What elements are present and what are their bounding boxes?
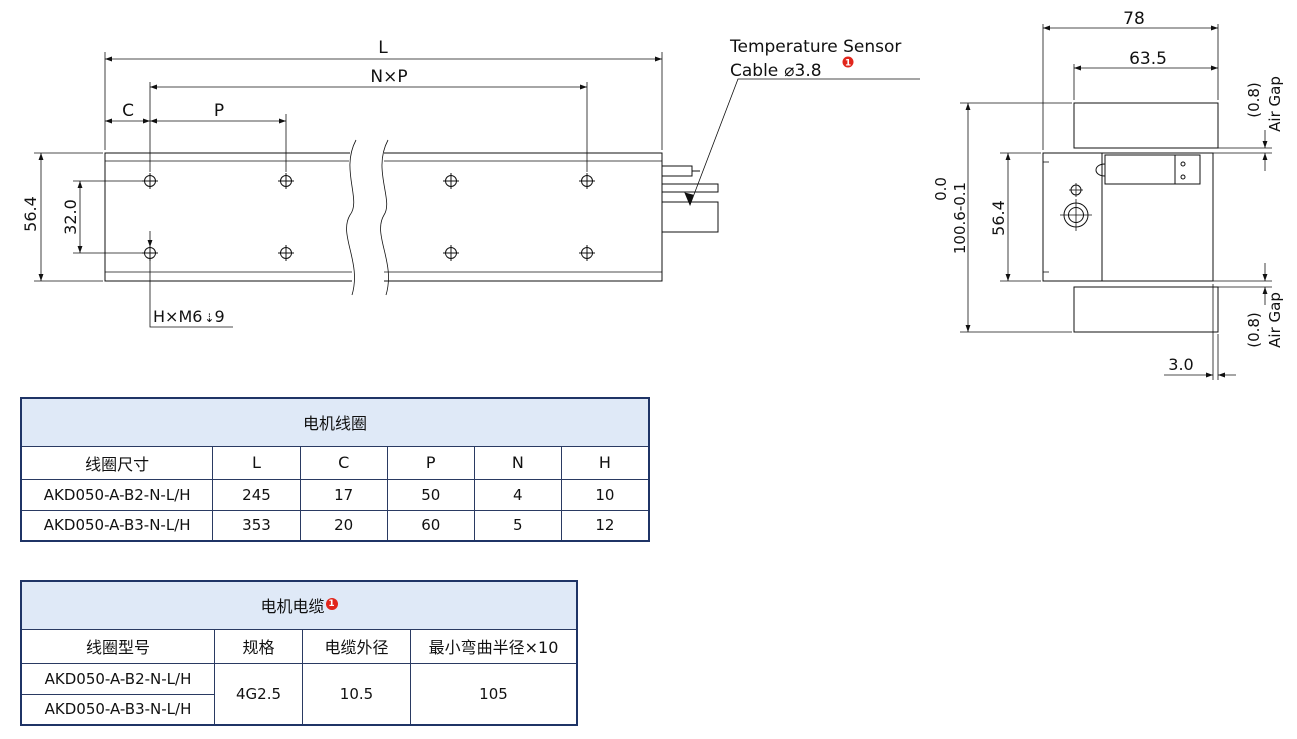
front-dimensions [34, 52, 663, 328]
callout-cable-word: Cable [730, 61, 778, 81]
table-cell: 10.5 [302, 662, 411, 726]
hole-mark [579, 173, 595, 189]
depth-symbol-icon: ⇣ [204, 311, 214, 325]
coil-table: 电机线圈 线圈尺寸 L C P N H AKD050-A-B2-N-L/H 24… [20, 397, 650, 542]
diameter-symbol-icon: ⌀ [784, 61, 794, 81]
label-tol-bottom: 100.6-0.1 [951, 182, 969, 254]
table-row: AKD050-A-B3-N-L/H 353 20 60 5 12 [20, 509, 650, 542]
table-cell: 50 [386, 478, 475, 511]
coil-header-H: H [560, 445, 650, 480]
holes-spec: H×M6 [153, 307, 202, 326]
table-cell: 4G2.5 [214, 662, 303, 726]
hole-mark [278, 245, 294, 261]
label-NxP: N×P [370, 67, 407, 87]
table-cell: AKD050-A-B2-N-L/H [20, 662, 215, 695]
cable-header-diameter: 电缆外径 [302, 628, 411, 664]
hole-mark [579, 245, 595, 261]
hole-mark [142, 245, 158, 261]
note-badge-icon: 1 [325, 597, 338, 610]
label-holes: H×M6⇣9 [153, 307, 225, 326]
label-tol-top: 0.0 [932, 177, 950, 201]
table-row: AKD050-A-B2-N-L/H 4G2.5 10.5 105 [20, 662, 578, 726]
hole-mark [443, 245, 459, 261]
table-cell: 5 [473, 509, 562, 542]
hole-mark [142, 173, 158, 189]
air-gap-bottom-label: Air Gap [1266, 292, 1284, 348]
callout-line1: Temperature Sensor [729, 37, 901, 57]
label-P: P [214, 101, 224, 121]
table-row: AKD050-A-B2-N-L/H 245 17 50 4 10 [20, 478, 650, 511]
table-cell: AKD050-A-B3-N-L/H [20, 693, 215, 726]
technical-drawing: L N×P C P 56.4 32.0 H×M6⇣9 Temperature S… [21, 9, 1284, 380]
label-L: L [378, 38, 388, 58]
air-gap-bottom-value: (0.8) [1245, 312, 1263, 348]
callout-diameter: 3.8 [795, 61, 822, 81]
label-side-height: 56.4 [989, 200, 1008, 236]
break-line-left [346, 139, 357, 296]
cable-header-model: 线圈型号 [20, 628, 215, 664]
table-cell: 245 [212, 478, 301, 511]
label-C: C [122, 101, 134, 121]
hole-mark [443, 173, 459, 189]
coil-cross-section [1042, 152, 1214, 282]
sensor-callout [684, 78, 920, 207]
mounting-holes [142, 173, 595, 261]
break-line-right [380, 139, 389, 296]
air-gap-top-label: Air Gap [1266, 76, 1284, 132]
table-cell: 12 [560, 509, 650, 542]
table-cell: 105 [410, 662, 578, 726]
table-cell: 17 [299, 478, 388, 511]
coil-header-N: N [473, 445, 562, 480]
coil-header-size: 线圈尺寸 [20, 445, 214, 480]
table-cell: 10 [560, 478, 650, 511]
coil-header-C: C [299, 445, 388, 480]
holes-depth: 9 [214, 307, 224, 326]
coil-header-L: L [212, 445, 301, 480]
coil-table-title: 电机线圈 [20, 397, 650, 447]
note-badge-icon: 1 [842, 56, 854, 69]
table-cell: AKD050-A-B2-N-L/H [20, 478, 214, 511]
cable-table-title: 电机电缆 [260, 597, 325, 617]
table-row: AKD050-A-B3-N-L/H [20, 693, 577, 726]
coil-header-P: P [386, 445, 475, 480]
label-offset: 3.0 [1168, 355, 1193, 374]
side-connector [1104, 154, 1176, 185]
side-dimensions [960, 24, 1272, 380]
hole-mark [278, 173, 294, 189]
label-63: 63.5 [1129, 49, 1167, 69]
magnet-track-top [1073, 102, 1219, 149]
table-cell: AKD050-A-B3-N-L/H [20, 509, 214, 542]
label-78: 78 [1123, 9, 1145, 29]
note-badge-number: 1 [845, 59, 851, 69]
magnet-track-bottom [1073, 286, 1219, 333]
label-hole-spacing: 32.0 [61, 199, 80, 235]
label-height: 56.4 [21, 196, 40, 232]
connector-block [661, 201, 719, 233]
cable-header-bend-radius: 最小弯曲半径×10 [410, 628, 578, 664]
table-cell: 20 [299, 509, 388, 542]
air-gap-top-value: (0.8) [1245, 82, 1263, 118]
cable-header-spec: 规格 [214, 628, 303, 664]
table-cell: 60 [386, 509, 475, 542]
hole-leader [149, 259, 233, 328]
coil-body-left [104, 152, 352, 282]
front-view [104, 139, 719, 296]
callout-line2: Cable ⌀3.8 [730, 61, 822, 81]
coil-body-right [384, 152, 663, 282]
table-cell: 353 [212, 509, 301, 542]
side-view [1042, 102, 1219, 333]
table-cell: 4 [473, 478, 562, 511]
